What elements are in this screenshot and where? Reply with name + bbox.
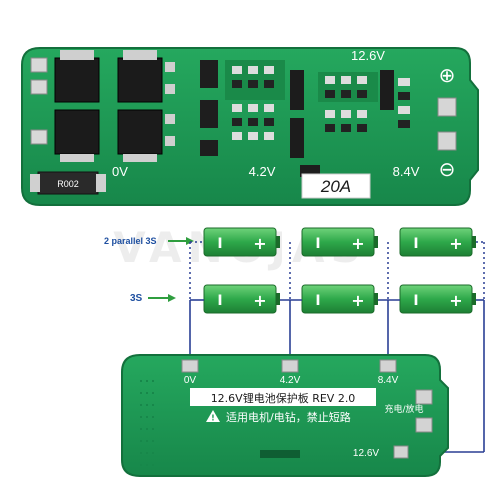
- board-title-box: [190, 388, 376, 406]
- solder-pad: [30, 79, 48, 95]
- terminal-pad: [393, 445, 409, 459]
- bottom-label-4-2v: 4.2V: [280, 375, 301, 386]
- cell-minus: I: [413, 236, 418, 252]
- minus-icon: ⊖: [439, 159, 456, 181]
- bottom-pcb-board: 0V 4.2V 8.4V 12.6V 12.6V锂电池保护板 REV 2.0 !…: [121, 354, 449, 477]
- battery-cell: I +: [301, 284, 378, 314]
- battery-cell: I +: [203, 284, 280, 314]
- cell-minus: I: [217, 293, 222, 309]
- parallel-links: [189, 241, 485, 300]
- cell-plus: +: [253, 234, 266, 253]
- board-title: 12.6V锂电池保护板 REV 2.0: [211, 391, 356, 405]
- battery-cell: I +: [399, 227, 476, 257]
- parallel-label: 2 parallel 3S: [104, 236, 157, 246]
- charge-discharge-label: 充电/放电: [384, 403, 423, 415]
- solder-pad: [30, 57, 48, 73]
- cell-plus: +: [253, 291, 266, 310]
- plus-icon: ⊕: [439, 65, 456, 87]
- solder-pad: [281, 359, 299, 373]
- cell-plus: +: [449, 291, 462, 310]
- arrow-head: [168, 294, 176, 302]
- top-label-4-2v: 4.2V: [249, 164, 276, 179]
- arrow-head: [186, 237, 194, 245]
- r002-label: R002: [57, 179, 79, 189]
- solder-pad: [181, 359, 199, 373]
- bottom-label-8-4v: 8.4V: [378, 375, 399, 386]
- warning-text: 适用电机/电钻，禁止短路: [226, 410, 351, 424]
- terminal-pad: [437, 97, 457, 117]
- top-label-12v: 12.6V: [351, 48, 385, 63]
- cell-minus: I: [217, 236, 222, 252]
- 3s-label: 3S: [130, 293, 143, 304]
- rating-box: [301, 173, 371, 199]
- warning-icon: [206, 410, 220, 422]
- solder-pad: [30, 129, 48, 145]
- terminal-pad: [415, 389, 433, 405]
- solder-pad: [379, 359, 397, 373]
- bottom-label-12-6v: 12.6V: [353, 448, 379, 459]
- battery-cell: I +: [203, 227, 280, 257]
- cell-plus: +: [449, 234, 462, 253]
- top-pcb-board: R002: [21, 47, 479, 206]
- top-label-20a: 20A: [320, 177, 351, 196]
- mosfet-group: [54, 50, 175, 162]
- battery-cell: I +: [301, 227, 378, 257]
- terminal-pad: [415, 417, 433, 433]
- top-label-8-4v: 8.4V: [393, 164, 420, 179]
- bottom-label-0v: 0V: [184, 375, 197, 386]
- cell-minus: I: [315, 293, 320, 309]
- cell-minus: I: [315, 236, 320, 252]
- cell-plus: +: [351, 234, 364, 253]
- via-dots: [140, 380, 154, 466]
- terminal-pad: [437, 131, 457, 151]
- cell-minus: I: [413, 293, 418, 309]
- battery-cell: I +: [399, 284, 476, 314]
- component-outline: [260, 450, 300, 458]
- top-label-0v: 0V: [112, 164, 128, 179]
- svg-text:!: !: [211, 414, 215, 423]
- cell-plus: +: [351, 291, 364, 310]
